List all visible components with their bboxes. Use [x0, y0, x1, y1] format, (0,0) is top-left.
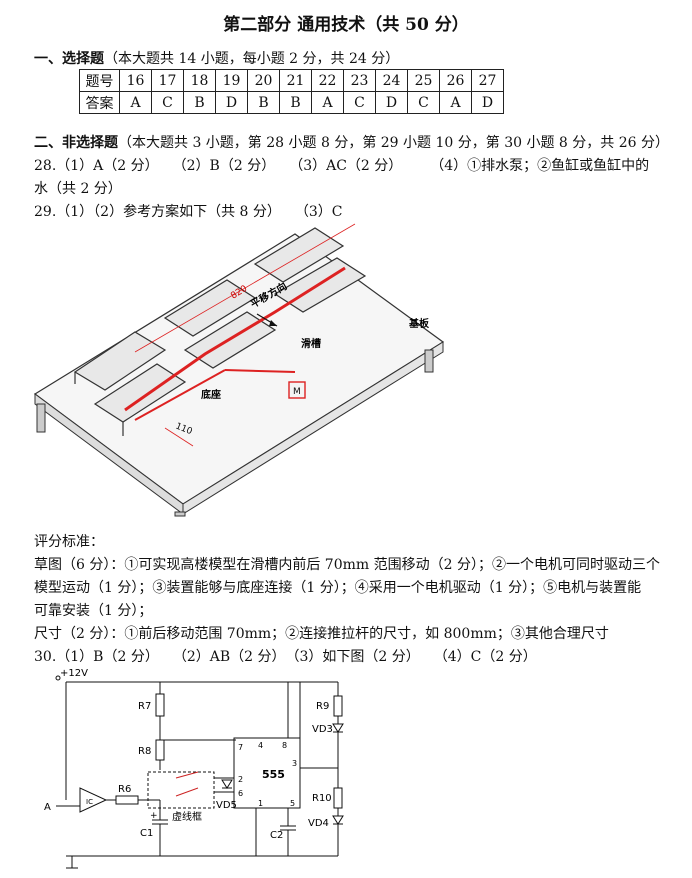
q-answer: D	[471, 91, 504, 114]
q-number: 16	[119, 69, 152, 92]
grading-heading: 评分标准：	[34, 534, 104, 550]
dimension-line-long	[134, 223, 356, 353]
part2-heading-line: 二、非选择题（本大题共 3 小题，第 28 小题 8 分，第 29 小题 10 …	[34, 132, 669, 152]
q-number: 21	[279, 69, 312, 92]
comparator-label: IC	[86, 798, 93, 806]
answer-table-number-row: 题号 16 17 18 19 20 21 22 23 24 25 26 27	[79, 69, 504, 92]
vd3-label: VD3	[312, 724, 333, 735]
input-label: A	[44, 802, 51, 813]
motor-label: M	[293, 387, 301, 397]
q-number: 26	[439, 69, 472, 92]
q-answer: A	[439, 91, 472, 114]
grading-line3: 可靠安装（1 分）；	[34, 603, 153, 619]
dashed-box	[147, 771, 215, 809]
q29-figure: M 820 110 平移方向 滑槽 基板 底座	[33, 223, 445, 517]
q-answer: A	[311, 91, 344, 114]
q-answer: B	[183, 91, 216, 114]
vd4-label: VD4	[308, 818, 329, 829]
q-number: 23	[343, 69, 376, 92]
q-answer: C	[407, 91, 440, 114]
ic-label: 555	[262, 768, 285, 781]
r6	[115, 795, 139, 805]
comparator-symbol	[79, 787, 108, 813]
q-number: 22	[311, 69, 344, 92]
part1-desc: （本大题共 14 小题，每小题 2 分，共 24 分）	[104, 51, 400, 67]
pin-7: 7	[238, 743, 243, 752]
c1-label: C1	[140, 828, 153, 839]
q-answer: B	[247, 91, 280, 114]
q-number: 25	[407, 69, 440, 92]
pin-6: 6	[238, 789, 243, 798]
q-answer: A	[119, 91, 152, 114]
q28-line1: 28.（1）A（2 分） （2）B（2 分） （3）AC（2 分） （4）①排水…	[34, 158, 650, 174]
row-label-number: 题号	[79, 69, 120, 92]
pin-8: 8	[282, 741, 287, 750]
c2-label: C2	[270, 830, 283, 841]
grading-line1: 草图（6 分）：①可实现高楼模型在滑槽内前后 70mm 范围移动（2 分）；②一…	[34, 557, 660, 573]
label-slot: 滑槽	[301, 337, 321, 350]
answer-table: 题号 16 17 18 19 20 21 22 23 24 25 26 27 答…	[79, 69, 504, 114]
grading-line2: 模型运动（1 分）；③装置能够与底座连接（1 分）；④采用一个电机驱动（1 分）…	[34, 580, 642, 596]
q-number: 18	[183, 69, 216, 92]
r8-label: R8	[138, 746, 151, 757]
q-number: 17	[151, 69, 184, 92]
fixture-front	[73, 331, 187, 436]
r7	[155, 693, 165, 717]
q-number: 24	[375, 69, 408, 92]
pin-4: 4	[258, 741, 263, 750]
pin-2: 2	[238, 775, 243, 784]
pin-5: 5	[290, 799, 295, 808]
part2-desc: （本大题共 3 小题，第 28 小题 8 分，第 29 小题 10 分，第 30…	[118, 135, 669, 151]
answer-table-answer-row: 答案 A C B D B B A C D C A D	[79, 91, 504, 114]
crank-link	[224, 369, 296, 373]
push-rod-link	[134, 369, 226, 421]
r8	[155, 739, 165, 761]
dashed-box-label: 虚线框	[172, 810, 202, 823]
leg	[424, 349, 434, 373]
label-base-plate: 基板	[408, 317, 430, 330]
q-number: 27	[471, 69, 504, 92]
c1-plus: +	[150, 811, 158, 821]
q-answer: D	[215, 91, 248, 114]
direction-arrowhead	[269, 320, 277, 326]
row-label-answer: 答案	[79, 91, 120, 114]
supply-label: +12V	[60, 668, 88, 679]
q-number: 20	[247, 69, 280, 92]
q28-line2: 水（共 2 分）	[34, 181, 122, 197]
q29-line: 29.（1）（2）参考方案如下（共 8 分） （3）C	[34, 204, 343, 220]
r6-label: R6	[118, 784, 131, 795]
part1-heading: 一、选择题	[34, 51, 104, 67]
r10	[333, 787, 343, 809]
leg	[36, 403, 46, 433]
q-number: 19	[215, 69, 248, 92]
r10-label: R10	[312, 793, 332, 804]
part2-heading: 二、非选择题	[34, 135, 118, 151]
label-base: 底座	[201, 388, 221, 401]
q30-circuit: +12V R7 R8 R6 R9 VD3 R10 VD4 VD5 C1 C2 5…	[44, 668, 344, 869]
q-answer: C	[343, 91, 376, 114]
r9-label: R9	[316, 701, 329, 712]
part1-heading-line: 一、选择题（本大题共 14 小题，每小题 2 分，共 24 分）	[34, 48, 399, 68]
base-plate-side-edge	[182, 341, 444, 515]
pin-3: 3	[292, 759, 297, 768]
motor	[288, 381, 306, 399]
q-answer: C	[151, 91, 184, 114]
page-title: 第二部分 通用技术（共 50 分）	[223, 15, 469, 35]
dimension-line-short	[164, 427, 194, 447]
ic-555-box	[233, 737, 301, 809]
q30-line: 30.（1）B（2 分） （2）AB（2 分） （3）如下图（2 分） （4）C…	[34, 649, 537, 665]
push-rod	[124, 266, 346, 412]
r7-label: R7	[138, 701, 151, 712]
pin-1: 1	[258, 799, 263, 808]
vd5-label: VD5	[216, 800, 237, 811]
r9	[333, 695, 343, 717]
leg	[174, 511, 186, 517]
grading-line4: 尺寸（2 分）：①前后移动范围 70mm；②连接推拉杆的尺寸，如 800mm；③…	[34, 626, 609, 642]
q-answer: B	[279, 91, 312, 114]
q-answer: D	[375, 91, 408, 114]
